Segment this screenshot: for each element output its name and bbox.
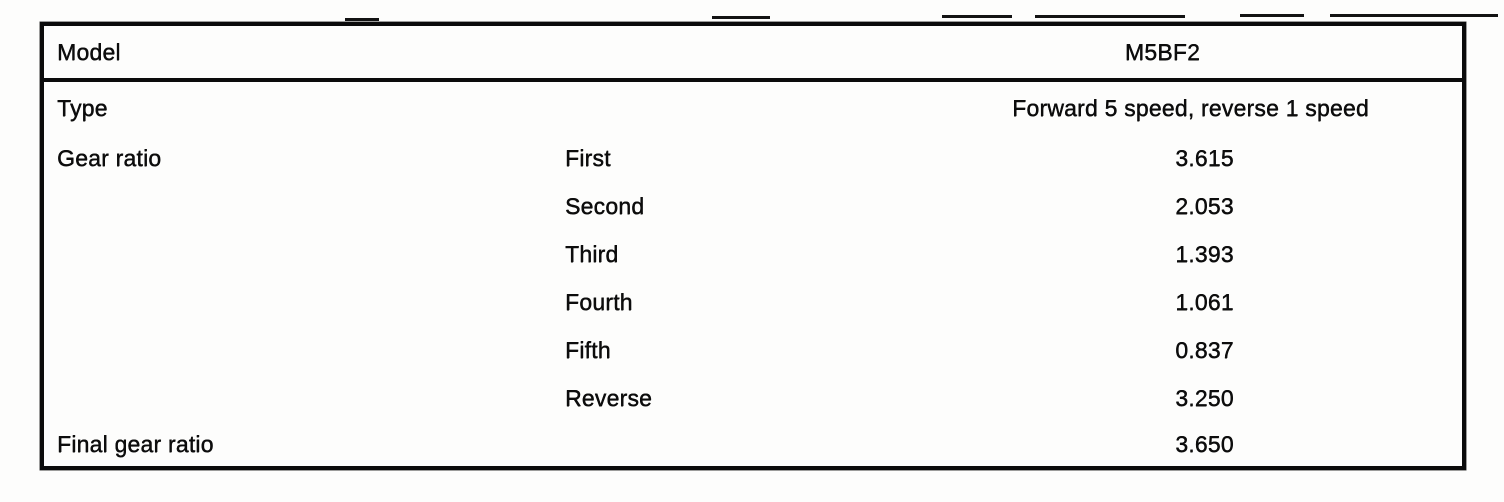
gear-row-fourth: Fourth 1.061 [44, 278, 1462, 326]
gear-name: Second [565, 192, 645, 219]
gear-ratio-value: 1.061 [1175, 288, 1234, 315]
gear-row-first: Gear ratio First 3.615 [44, 134, 1462, 182]
transmission-spec-table: Model M5BF2 Type Forward 5 speed, revers… [40, 22, 1466, 470]
gear-row-third: Third 1.393 [44, 230, 1462, 278]
table-header-row: Model M5BF2 [44, 26, 1462, 82]
scan-artifact [1035, 15, 1185, 18]
gear-row-second: Second 2.053 [44, 182, 1462, 230]
model-label: Model [57, 38, 121, 65]
gear-name: Fourth [565, 288, 633, 315]
type-row: Type Forward 5 speed, reverse 1 speed [44, 82, 1462, 134]
final-gear-ratio-row: Final gear ratio 3.650 [44, 422, 1462, 466]
type-label: Type [57, 94, 108, 121]
scan-artifact [712, 16, 770, 19]
gear-name: Fifth [565, 336, 611, 363]
model-value: M5BF2 [1124, 38, 1201, 65]
scan-artifact [345, 18, 379, 21]
gear-ratio-value: 0.837 [1175, 336, 1234, 363]
gear-name: Third [565, 240, 619, 267]
gear-ratio-value: 2.053 [1175, 192, 1234, 219]
gear-ratio-group-label: Gear ratio [57, 144, 162, 171]
type-value: Forward 5 speed, reverse 1 speed [1012, 94, 1369, 121]
gear-name: Reverse [565, 384, 653, 411]
final-gear-ratio-label: Final gear ratio [57, 430, 214, 457]
gear-row-reverse: Reverse 3.250 [44, 374, 1462, 422]
final-gear-ratio-value: 3.650 [1175, 430, 1234, 457]
scan-artifact [1330, 14, 1498, 17]
gear-ratio-value: 1.393 [1175, 240, 1234, 267]
gear-ratio-value: 3.615 [1175, 144, 1234, 171]
scan-artifact [942, 15, 1012, 18]
gear-row-fifth: Fifth 0.837 [44, 326, 1462, 374]
gear-ratio-value: 3.250 [1175, 384, 1234, 411]
scan-artifact [1240, 14, 1304, 17]
gear-name: First [565, 144, 611, 171]
